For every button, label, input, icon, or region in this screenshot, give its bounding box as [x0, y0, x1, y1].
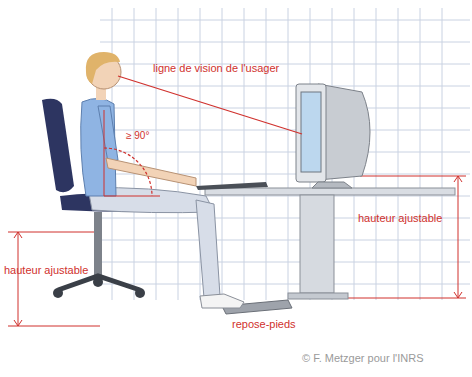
sight-label: ligne de vision de l'usager: [153, 62, 343, 75]
grid-horizontal: [100, 20, 470, 284]
part-label: repose-pieds: [232, 318, 332, 331]
chair-backrest: [42, 99, 74, 193]
copyright-watermark: © F. Metzger pour l'INRS: [302, 352, 470, 365]
sight-line: [118, 76, 302, 134]
grid-vertical: [112, 8, 442, 300]
chair-cylinder: [94, 212, 102, 276]
chair-base: [58, 276, 140, 290]
shoe: [200, 294, 244, 308]
angle-arc: [104, 148, 152, 196]
forearm: [106, 158, 196, 186]
keyboard: [196, 182, 268, 190]
background-grid: [100, 8, 470, 300]
desk-foot: [288, 293, 348, 299]
monitor-stand: [312, 182, 352, 188]
chair-wheel: [53, 288, 63, 298]
upper-arm: [98, 106, 118, 162]
desk-leg: [300, 195, 334, 293]
chair-wheel: [135, 288, 145, 298]
monitor-screen: [301, 92, 321, 172]
chair-wheel: [93, 277, 103, 287]
dimension-label: hauteur ajustable: [358, 212, 470, 225]
dimension-label: hauteur ajustable: [4, 264, 116, 277]
dimension-arrows: [14, 232, 22, 326]
shin: [196, 200, 220, 298]
angle-lines: [104, 110, 160, 196]
angle-label: ≥ 90°: [126, 130, 186, 142]
hair: [86, 52, 120, 84]
desk-top: [205, 188, 455, 195]
